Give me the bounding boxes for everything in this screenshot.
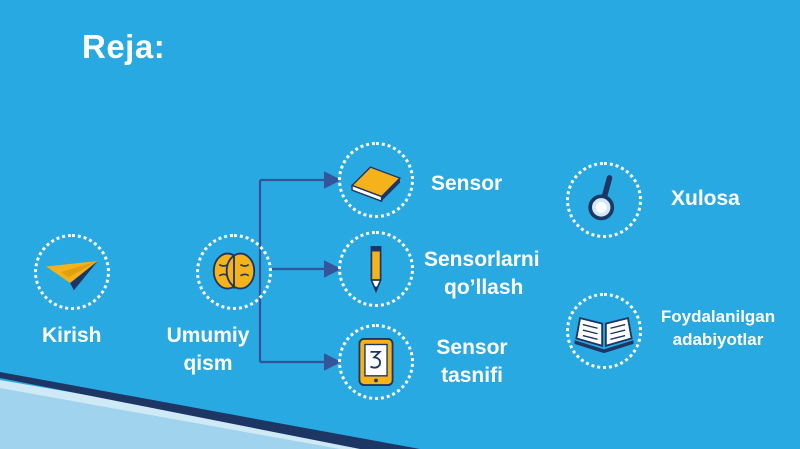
- tablet-icon: [358, 338, 394, 386]
- sensor-tasnifi-label: Sensor tasnifi: [424, 334, 520, 391]
- sensorlarni-qollash-line2: qo’llash: [444, 276, 524, 300]
- umumiy-qism-node: [196, 234, 272, 310]
- foydalanilgan-adabiyotlar-node: [566, 293, 642, 369]
- umumiy-qism-label: Umumiy qism: [158, 322, 258, 379]
- paper-plane-icon: [46, 260, 98, 291]
- sensor-tasnifi-node: [338, 324, 414, 400]
- sensor-node: [338, 142, 414, 218]
- magnifier-icon: [588, 175, 615, 221]
- foydalanilgan-line2: adabiyotlar: [672, 329, 764, 349]
- foydalanilgan-adabiyotlar-label: Foydalanilgan adabiyotlar: [648, 306, 788, 352]
- sensorlarni-qollash-node: [338, 231, 414, 307]
- sensorlarni-qollash-label: Sensorlarni qo’llash: [424, 246, 540, 303]
- slide-title: Reja:: [82, 28, 166, 65]
- pencil-icon: [370, 246, 382, 294]
- kirish-label: Kirish: [42, 324, 102, 347]
- umumiy-qism-label-line1: Umumiy: [166, 324, 250, 347]
- book-icon: [350, 166, 402, 203]
- foydalanilgan-line1: Foydalanilgan: [660, 307, 776, 326]
- sensor-tasnifi-line1: Sensor: [436, 336, 508, 359]
- sensorlarni-qollash-line1: Sensorlarni: [424, 248, 540, 271]
- brain-icon: [212, 252, 256, 290]
- sensor-label: Sensor: [431, 172, 503, 195]
- umumiy-qism-label-line2: qism: [183, 352, 233, 376]
- xulosa-node: [566, 162, 642, 238]
- xulosa-label: Xulosa: [671, 187, 740, 210]
- kirish-node: [34, 234, 110, 310]
- sensor-tasnifi-line2: tasnifi: [441, 364, 503, 388]
- open-book-icon: [574, 316, 634, 354]
